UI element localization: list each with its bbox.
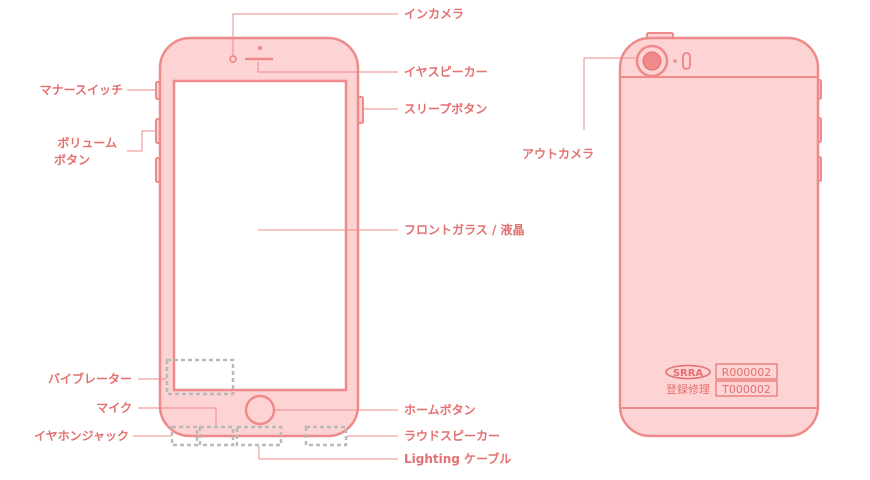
leader-front-camera bbox=[232, 13, 398, 55]
label-mic: マイク bbox=[96, 401, 132, 415]
back-phone: SRRA 登録修理 R000002 T000002 bbox=[618, 32, 822, 438]
leader-earpiece bbox=[257, 62, 398, 73]
label-home-button: ホームボタン bbox=[404, 403, 476, 417]
rear-mic-dot bbox=[673, 59, 677, 63]
label-volume-line1: ボリューム bbox=[57, 136, 117, 150]
front-camera-lens bbox=[229, 55, 237, 63]
leader-rear-camera bbox=[583, 57, 637, 130]
label-mute-switch: マナースイッチ bbox=[39, 83, 123, 97]
srra-logo bbox=[665, 364, 711, 380]
rear-camera-lens bbox=[642, 51, 662, 71]
lightning-port-area bbox=[235, 425, 283, 447]
label-vibrator: バイブレーター bbox=[47, 372, 132, 386]
leader-mic bbox=[138, 407, 217, 426]
label-lightning-cable: Lighting ケーブル bbox=[404, 452, 512, 466]
leader-lines bbox=[127, 13, 637, 460]
stamp-code-r: R000002 bbox=[722, 366, 772, 379]
back-body bbox=[618, 36, 820, 438]
label-sleep-button: スリープボタン bbox=[404, 102, 488, 116]
front-screen bbox=[172, 79, 348, 392]
label-rear-camera: アウトカメラ bbox=[522, 147, 595, 161]
label-front-glass: フロントガラス / 液晶 bbox=[404, 223, 525, 237]
label-front-camera: インカメラ bbox=[404, 7, 465, 21]
front-sensor bbox=[258, 46, 262, 50]
mic-area bbox=[198, 425, 235, 447]
label-volume-line2: ボタン bbox=[53, 153, 90, 167]
label-loud-speaker: ラウドスピーカー bbox=[404, 429, 501, 443]
stamp-caption: 登録修理 bbox=[666, 382, 710, 396]
label-earpiece: イヤスピーカー bbox=[404, 65, 488, 79]
home-button-ring bbox=[244, 394, 276, 426]
vibrator-area bbox=[165, 358, 235, 396]
srra-logo-text: SRRA bbox=[673, 368, 704, 379]
loud-speaker-area bbox=[304, 425, 348, 447]
earphone-jack-area bbox=[170, 425, 199, 447]
front-phone bbox=[155, 36, 364, 447]
leader-lightning bbox=[258, 446, 398, 460]
srra-stamp: SRRA 登録修理 R000002 T000002 bbox=[665, 363, 778, 397]
stamp-code-t-box bbox=[715, 380, 778, 397]
label-earphone-jack: イヤホンジャック bbox=[33, 429, 129, 443]
stamp-code-t: T000002 bbox=[721, 383, 771, 396]
rear-flash bbox=[682, 52, 691, 70]
leader-volume bbox=[127, 130, 155, 152]
stamp-code-r-box bbox=[715, 363, 778, 380]
